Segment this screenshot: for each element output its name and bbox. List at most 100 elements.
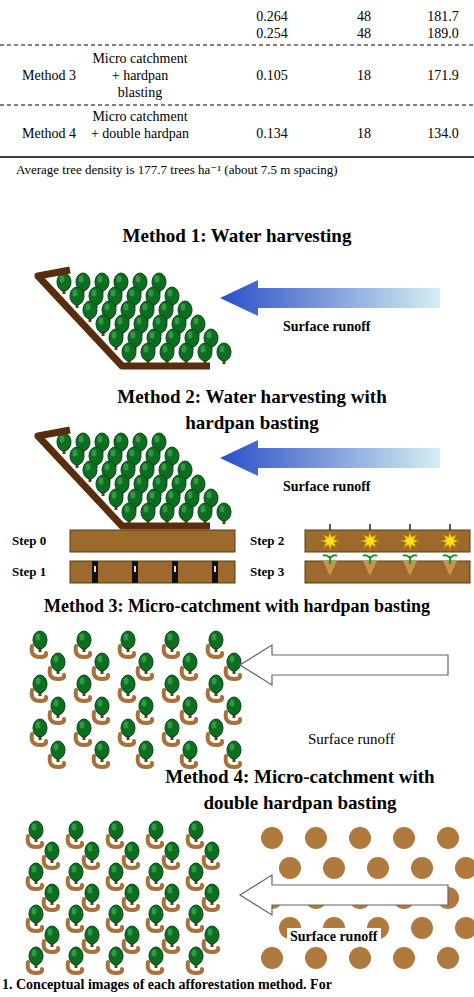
tree-icon: [83, 301, 97, 322]
hardpan-pit: [261, 947, 283, 969]
hardpan-pit: [305, 827, 327, 849]
hardpan-pit: [393, 827, 415, 849]
soil-strip: [70, 530, 235, 552]
tree-icon: [189, 947, 203, 968]
tree-icon: [51, 741, 65, 762]
tree-icon: [33, 631, 47, 652]
hardpan-pit: [455, 917, 474, 939]
tree-icon: [198, 503, 212, 524]
tree-icon: [95, 741, 109, 762]
tree-icon: [109, 329, 123, 350]
table-cell: 0.134: [242, 125, 302, 142]
tree-icon: [189, 905, 203, 926]
hardpan-pit: [261, 827, 283, 849]
table-cell: 0.254: [242, 25, 302, 42]
tree-icon: [109, 905, 123, 926]
water-harvesting-plot: [38, 270, 231, 366]
tree-icon: [33, 675, 47, 696]
tree-icon: [29, 905, 43, 926]
tree-icon: [141, 503, 155, 524]
hardpan-pit: [437, 827, 459, 849]
tree-icon: [85, 884, 99, 905]
tree-icon: [33, 719, 47, 740]
tree-icon: [109, 947, 123, 968]
tree-icon: [121, 675, 135, 696]
step-label: Step 2: [250, 533, 284, 549]
figure-caption: 1. Conceptual images of each afforestati…: [2, 976, 332, 993]
tree-icon: [189, 863, 203, 884]
tree-icon: [109, 863, 123, 884]
tree-icon: [205, 926, 219, 947]
step-label: Step 1: [12, 564, 46, 580]
tree-icon: [209, 719, 223, 740]
runoff-arrow: [240, 875, 448, 915]
table-cell: 48: [344, 25, 384, 42]
tree-icon: [125, 926, 139, 947]
tree-icon: [209, 675, 223, 696]
tree-icon: [205, 884, 219, 905]
tree-icon: [149, 947, 163, 968]
hardpan-pit: [437, 947, 459, 969]
tree-icon: [179, 503, 193, 524]
tree-icon: [227, 697, 241, 718]
tree-icon: [198, 343, 212, 364]
runoff-label: Surface runoff: [283, 318, 371, 335]
tree-icon: [69, 863, 83, 884]
tree-icon: [139, 697, 153, 718]
runoff-label: Surface runoff: [283, 478, 371, 495]
tree-icon: [227, 741, 241, 762]
tree-icon: [29, 863, 43, 884]
tree-icon: [77, 675, 91, 696]
tree-icon: [57, 273, 71, 294]
table-cell: Micro catchment + double hardpan: [90, 108, 190, 142]
soil-strip: [305, 530, 470, 552]
table-cell: 0.105: [242, 67, 302, 84]
tree-icon: [85, 842, 99, 863]
tree-icon: [165, 719, 179, 740]
tree-icon: [189, 821, 203, 842]
runoff-arrow: [240, 645, 448, 685]
tree-icon: [165, 884, 179, 905]
tree-icon: [125, 884, 139, 905]
tree-icon: [121, 719, 135, 740]
tree-icon: [85, 926, 99, 947]
table-cell: 18: [344, 125, 384, 142]
tree-icon: [83, 461, 97, 482]
table-cell: 134.0: [415, 125, 471, 142]
table-rule: [0, 156, 474, 157]
tree-icon: [125, 842, 139, 863]
tree-icon: [227, 653, 241, 674]
tree-icon: [96, 315, 110, 336]
tree-icon: [139, 653, 153, 674]
tree-icon: [139, 741, 153, 762]
method-heading: Method 3: Micro-catchment with hardpan b…: [3, 594, 471, 618]
hardpan-pit: [349, 827, 371, 849]
hardpan-pit: [367, 857, 389, 879]
tree-icon: [95, 697, 109, 718]
tree-icon: [77, 631, 91, 652]
tree-icon: [122, 343, 136, 364]
table-cell: Micro catchment + hardpan blasting: [90, 50, 190, 101]
tree-icon: [109, 489, 123, 510]
water-harvesting-plot: [38, 430, 231, 526]
hardpan-pit: [411, 857, 433, 879]
tree-icon: [179, 343, 193, 364]
tree-icon: [57, 433, 71, 454]
method-heading: Method 2: Water harvesting with hardpan …: [87, 384, 417, 436]
hardpan-pit: [393, 947, 415, 969]
table-cell: Method 4: [22, 125, 76, 142]
step-label: Step 3: [250, 564, 284, 580]
tree-icon: [122, 503, 136, 524]
tree-icon: [70, 447, 84, 468]
soil-strip: [305, 561, 470, 583]
table-cell: 181.7: [415, 8, 471, 25]
tree-icon: [70, 287, 84, 308]
tree-icon: [217, 343, 231, 364]
method-heading: Method 1: Water harvesting: [17, 223, 457, 248]
tree-icon: [45, 884, 59, 905]
micro-catchment-plot: [32, 631, 241, 767]
tree-icon: [209, 631, 223, 652]
tree-icon: [77, 719, 91, 740]
hardpan-pit: [305, 947, 327, 969]
